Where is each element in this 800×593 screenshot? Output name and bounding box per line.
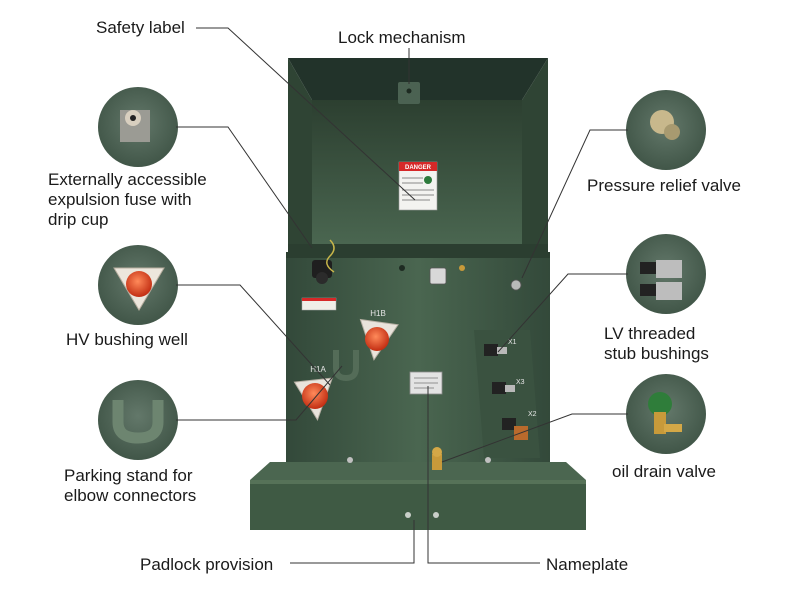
leader-safety-label: [196, 27, 416, 201]
h1a-marking: H1A: [310, 365, 326, 374]
leader-parking: [176, 365, 343, 421]
label-nameplate: Nameplate: [546, 555, 629, 574]
callout-pressure-relief: [626, 90, 706, 170]
leader-nameplate: [427, 386, 540, 564]
padlock-bolt: [405, 512, 411, 518]
label-lv: LV threaded stub bushings: [604, 324, 709, 363]
leader-oil-drain: [441, 413, 628, 463]
transformer-cabinet: DANGER: [250, 58, 586, 530]
x3-marking: X3: [516, 379, 525, 386]
leader-hv-bushing: [176, 284, 331, 386]
oil-drain-valve: [432, 447, 442, 470]
padlock-bolt: [433, 512, 439, 518]
label-fuse: Externally accessible expulsion fuse wit…: [48, 170, 207, 229]
leader-lv: [497, 273, 628, 353]
callout-oil-drain: [626, 374, 706, 454]
callout-lv-bushings: [626, 234, 706, 314]
leader-fuse: [176, 126, 313, 249]
label-parking: Parking stand for elbow connectors: [64, 466, 197, 505]
label-safety: Safety label: [96, 18, 185, 37]
gauge: [429, 267, 447, 285]
h1b-marking: H1B: [370, 309, 386, 318]
leader-padlock: [290, 520, 415, 564]
label-padlock: Padlock provision: [140, 555, 274, 574]
label-pressure-relief: Pressure relief valve: [587, 176, 742, 195]
cabinet-sill: [250, 462, 586, 480]
parking-stand: [333, 350, 359, 382]
callout-parking-stand: [98, 380, 178, 460]
pressure-relief-valve: [510, 279, 522, 291]
cabinet-lid: [288, 58, 548, 252]
hv-bushing-h1b: H1B: [359, 309, 399, 361]
expulsion-fuse: [312, 239, 335, 284]
leader-lines: [176, 27, 628, 564]
x1-marking: X1: [508, 339, 517, 346]
label-hv-bushing: HV bushing well: [66, 330, 188, 349]
label-lock: Lock mechanism: [338, 28, 466, 47]
lv-stub-bushings: X1 X3 X2: [484, 339, 537, 440]
danger-sticker: DANGER: [398, 161, 438, 211]
danger-text: DANGER: [405, 165, 432, 171]
leader-pressure-relief: [521, 129, 628, 279]
callout-fuse: [98, 87, 178, 167]
cabinet-base: [250, 480, 586, 530]
label-oil-drain: oil drain valve: [612, 462, 716, 481]
x2-marking: X2: [528, 411, 537, 418]
callout-hv-bushing: [98, 245, 178, 325]
